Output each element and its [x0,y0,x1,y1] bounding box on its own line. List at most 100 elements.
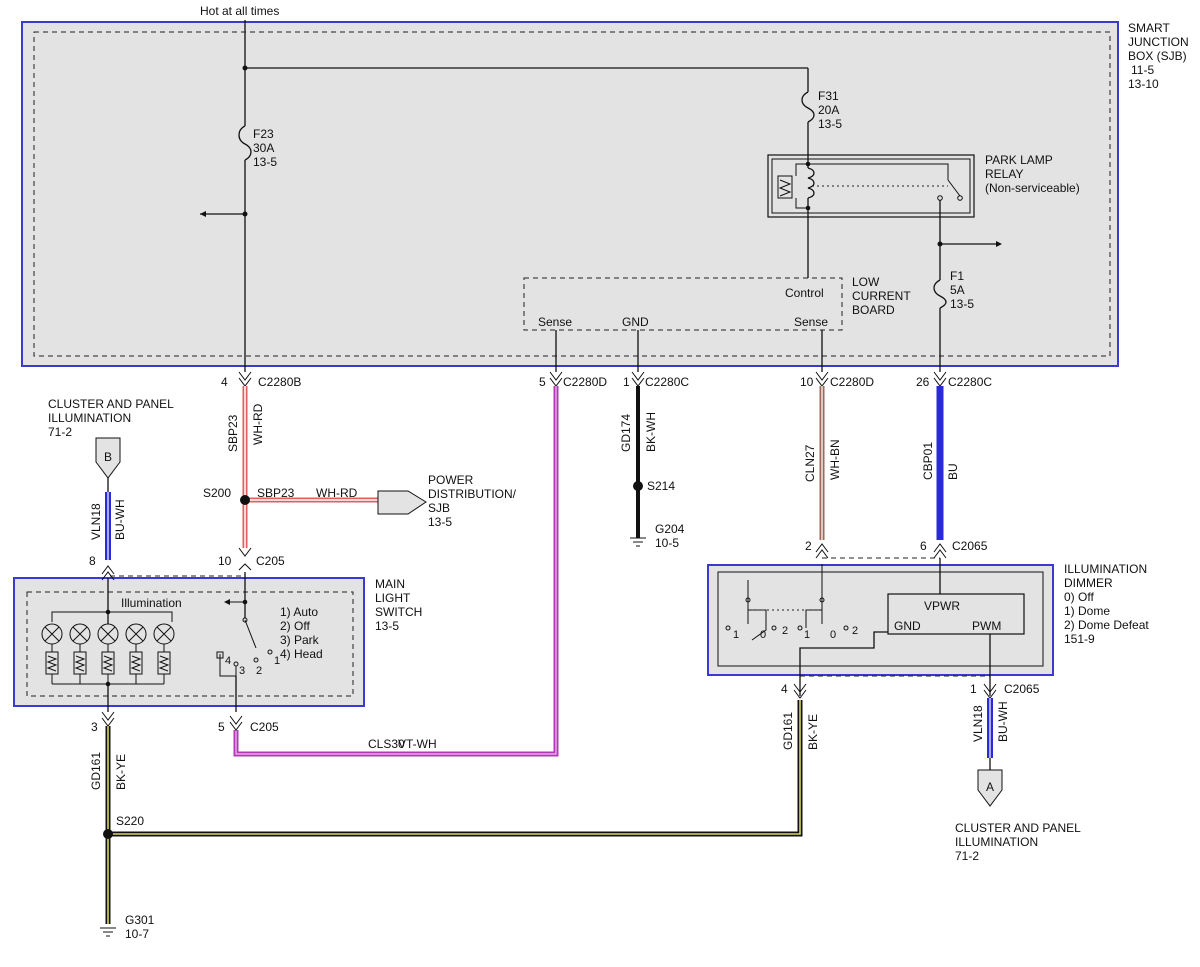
fuse-f1 [933,279,947,372]
s200-splice-label: S200 [203,486,231,500]
c2280c-pin: 1 [623,375,630,389]
gd174-color-label: BK-WH [644,412,658,452]
lcb-sense-label: Sense [538,315,572,329]
main-light-switch [13,572,365,712]
main-switch-title: 13-5 [375,619,399,633]
dimmer-gnd-pin: 4 [781,682,788,696]
g204-ground-ref: 10-5 [655,536,679,550]
lcb-gnd-label: GND [622,315,649,329]
c2280c-name: C2280C [645,375,689,389]
cluster-a-label: CLUSTER AND PANEL [955,821,1081,835]
relay-label-line: RELAY [985,167,1023,181]
fuse-f31-ref: 13-5 [818,117,842,131]
pin3-label: 3 [91,720,98,734]
sjb-title: SMART JUNCTION BOX (SJB) 11-5 13-10 [1128,21,1189,91]
power-dist-label: SJB [428,501,450,515]
sjb-title-line: BOX (SJB) [1128,49,1187,63]
illumination-dimmer [707,557,1054,696]
cbp01-color-label: BU [946,463,960,480]
wire-gd161 [100,700,803,937]
c205-arrow [229,715,243,725]
pin8-label: 8 [89,554,96,568]
lcb-control-label: Control [785,286,824,300]
dimmer-contact: 1 [804,629,810,641]
g204-ground-label: G204 [655,522,685,536]
sjb-title-line: SMART [1128,21,1170,35]
lcb-wires [555,330,823,372]
c2065-arrow [983,683,997,693]
dimmer-title-line: ILLUMINATION [1064,562,1147,576]
gd161-color-label: BK-YE [806,714,820,750]
sbp23-color-label-h: WH-RD [316,486,358,500]
c2065-pin: 2 [805,539,812,553]
wire-sbp23 [240,386,378,548]
sbp23-color-label: WH-RD [251,403,265,445]
sjb-title-line: 11-5 [1131,63,1154,77]
dimmer-contact: 0 [830,629,836,641]
low-current-board [523,277,843,331]
dimmer-contact: 0 [760,629,766,641]
c2280d-pin: 10 [800,375,814,389]
c2065-arrow [815,549,829,559]
lcb-title-line: BOARD [852,303,895,317]
park-lamp-relay [767,154,1002,280]
gd161-color-label: BK-YE [114,754,128,790]
sjb-title-line: 13-10 [1128,77,1159,91]
fuse-f23 [200,125,252,372]
c205-name: C205 [250,720,279,734]
c2065-pin: 6 [920,539,927,553]
lcb-sense-label: Sense [794,315,828,329]
fuse-f31-label: F31 [818,89,839,103]
vln18-color-label: BU-WH [113,499,127,540]
fuse-f1-label: F1 [950,269,964,283]
wire-vln18-right [977,698,1003,807]
fuse-f31 [801,91,815,158]
fuse-f1-rating: 5A [950,283,965,297]
lamp-icon [41,623,63,645]
c2280c-pin: 26 [916,375,930,389]
cluster-b-label: 71-2 [48,425,72,439]
c205-arrow [238,563,252,571]
dimmer-contact: 1 [733,629,739,641]
main-switch-contact: 3 [239,665,245,677]
cln27-circuit-label: CLN27 [803,444,817,482]
c2280d-name: C2280D [563,375,607,389]
main-switch-title: LIGHT [375,591,411,605]
fuse-f23-rating: 30A [253,141,274,155]
main-switch-title: MAIN [375,577,405,591]
c2280c-name: C2280C [948,375,992,389]
cluster-b-label: ILLUMINATION [48,411,131,425]
dimmer-title-line: 1) Dome [1064,604,1110,618]
hot-at-all-times-label: Hot at all times [200,4,279,18]
s220-splice-label: S220 [116,814,144,828]
main-switch-position: 2) Off [280,619,310,633]
dimmer-title-line: 0) Off [1064,590,1094,604]
sbp23-circuit-label-h: SBP23 [257,486,295,500]
dimmer-gnd-arrow [793,689,807,699]
wire-vln18-left [95,437,121,560]
pin8-arrow [101,565,115,575]
dimmer-contact: 2 [782,625,788,637]
relay-label-line: PARK LAMP [985,153,1053,167]
c205-name: C205 [256,554,285,568]
main-switch-title: SWITCH [375,605,422,619]
dimmer-title-line: 2) Dome Defeat [1064,618,1149,632]
gd161-circuit-label: GD161 [89,752,103,790]
cluster-a-letter: A [986,780,994,794]
wire-cls30 [233,386,559,757]
lamp-icon [69,623,91,645]
c2065-arrow [933,549,947,559]
c2065-arrow [815,543,829,553]
c205-arrow [229,721,243,731]
main-switch-contact: 4 [225,655,231,667]
dimmer-pwm-label: PWM [972,619,1001,633]
fuse-f1-ref: 13-5 [950,297,974,311]
c205-pin: 5 [218,720,225,734]
dimmer-title-line: 151-9 [1064,632,1095,646]
main-switch-position: 3) Park [280,633,320,647]
wire-gd174 [630,386,646,547]
cluster-a-label: 71-2 [955,849,979,863]
lamp-icon [97,623,119,645]
c2280b-pin: 4 [221,375,228,389]
vln18-circuit-label: VLN18 [89,503,103,540]
